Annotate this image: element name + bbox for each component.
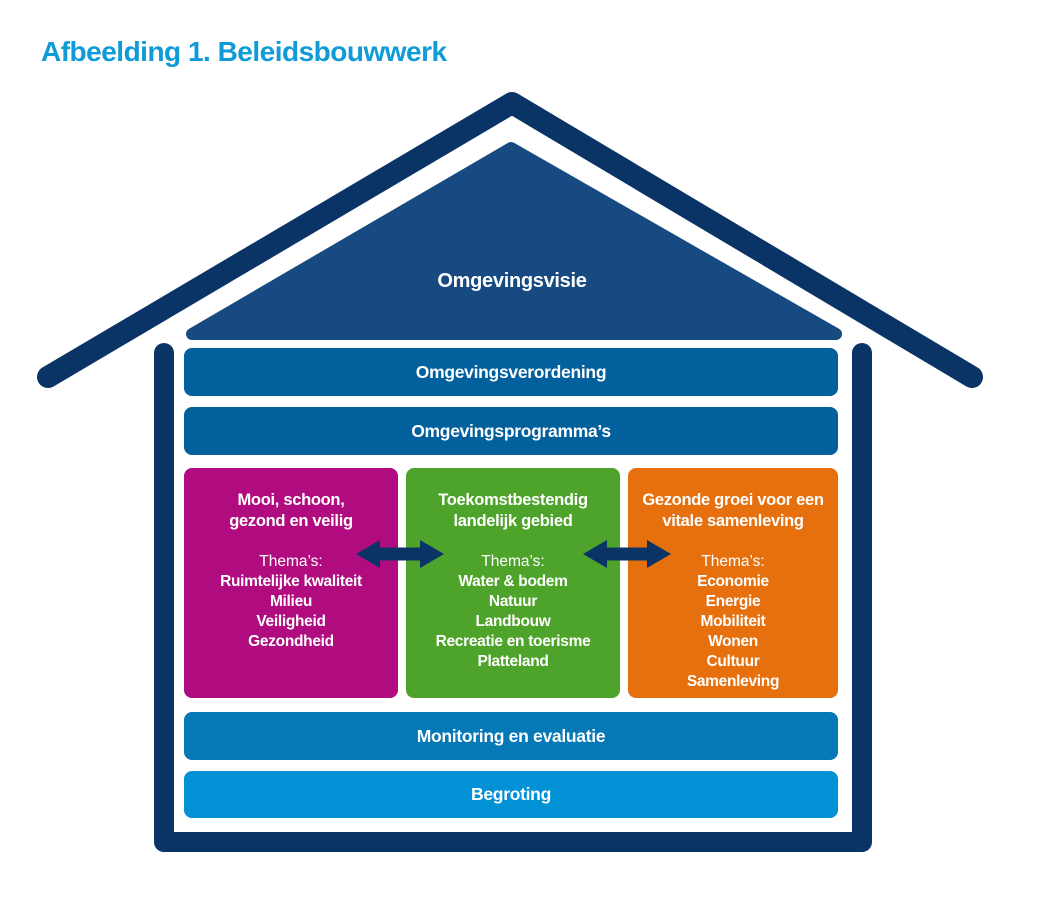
roof-outline <box>37 92 983 388</box>
roof-label-omgevingsvisie: Omgevingsvisie <box>437 270 587 292</box>
pillar-title: Toekomstbestendig landelijk gebied <box>438 491 588 530</box>
themes-list: Economie Energie Mobiliteit Wonen Cultuu… <box>686 573 780 690</box>
bar-omgevingsverordening: Omgevingsverordening <box>184 348 838 396</box>
pillar-title: Mooi, schoon, gezond en veilig <box>229 491 353 530</box>
figure-title: Afbeelding 1. Beleidsbouwwerk <box>41 36 447 67</box>
themes-label: Thema’s: <box>481 553 545 570</box>
roof-fill-triangle <box>186 142 842 340</box>
themes-list: Ruimtelijke kwaliteit Milieu Veiligheid … <box>220 573 362 650</box>
themes-list: Water & bodem Natuur Landbouw Recreatie … <box>435 573 591 670</box>
pillar-mooi-schoon-gezond-veilig: Mooi, schoon, gezond en veilig Thema’s: … <box>184 468 398 698</box>
themes-label: Thema’s: <box>259 553 323 570</box>
pillar-toekomstbestendig-landelijk-gebied: Toekomstbestendig landelijk gebied Thema… <box>406 468 620 698</box>
bar-begroting: Begroting <box>184 771 838 818</box>
themes-label: Thema’s: <box>701 553 765 570</box>
bar-monitoring-en-evaluatie: Monitoring en evaluatie <box>184 712 838 760</box>
pillar-title: Gezonde groei voor een vitale samenlevin… <box>642 491 824 530</box>
pillar-gezonde-groei-vitale-samenleving: Gezonde groei voor een vitale samenlevin… <box>628 468 838 698</box>
bar-omgevingsprogrammas: Omgevingsprogramma’s <box>184 407 838 455</box>
